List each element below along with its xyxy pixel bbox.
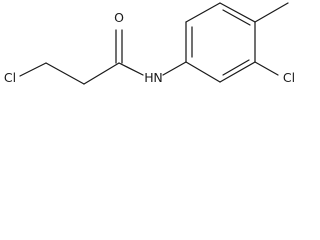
bond-ch2-carbonyl [83, 62, 120, 85]
ring-bond-3 [219, 2, 256, 23]
bond-ring-chlorine [254, 61, 279, 76]
bond-ring-methyl [254, 2, 289, 23]
ring-bond-6 [185, 61, 221, 83]
ring-inner-bond-3 [222, 59, 250, 76]
ring-bond-5 [219, 61, 256, 83]
atom-chlorine-left: Cl [4, 70, 16, 85]
ring-bond-2 [185, 2, 221, 23]
chemical-structure-diagram: Cl O H N Cl [4, 2, 295, 85]
ring-inner-bond-2 [222, 9, 251, 26]
atom-chlorine-right: Cl [283, 70, 295, 85]
bond-nitrogen-ring [162, 61, 187, 76]
bond-cl-ch2 [19, 62, 47, 77]
atom-nitrogen-hydrogen: H [144, 70, 153, 85]
atom-nitrogen: N [153, 70, 162, 85]
atom-oxygen: O [114, 10, 124, 25]
bond-ch2-ch2 [45, 62, 85, 85]
bond-carbonyl-nitrogen [118, 62, 144, 76]
